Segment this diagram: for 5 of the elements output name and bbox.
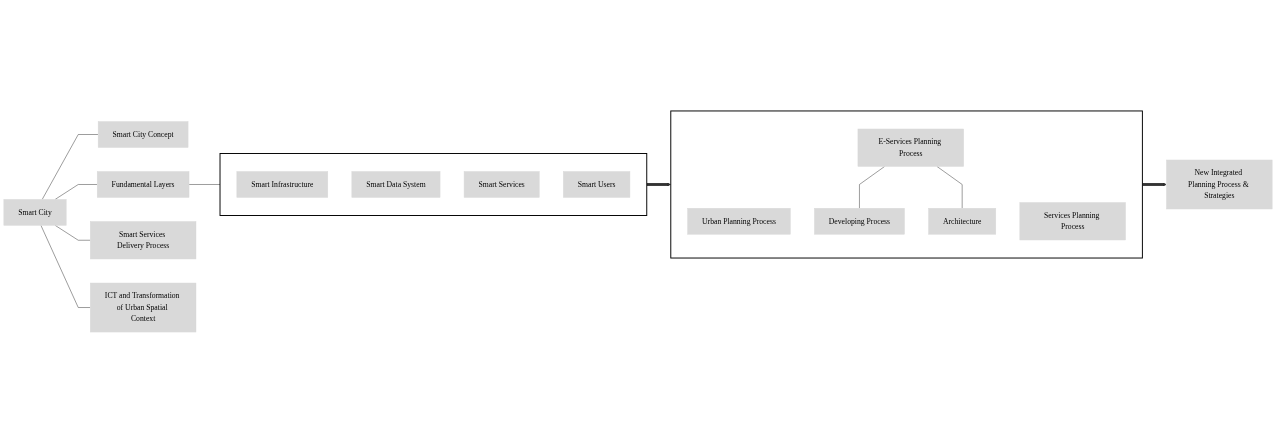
cluster: [219, 153, 648, 216]
connector: [188, 184, 221, 185]
cluster: [670, 110, 1143, 259]
arrow: [1142, 182, 1167, 187]
arrow: [646, 182, 671, 187]
